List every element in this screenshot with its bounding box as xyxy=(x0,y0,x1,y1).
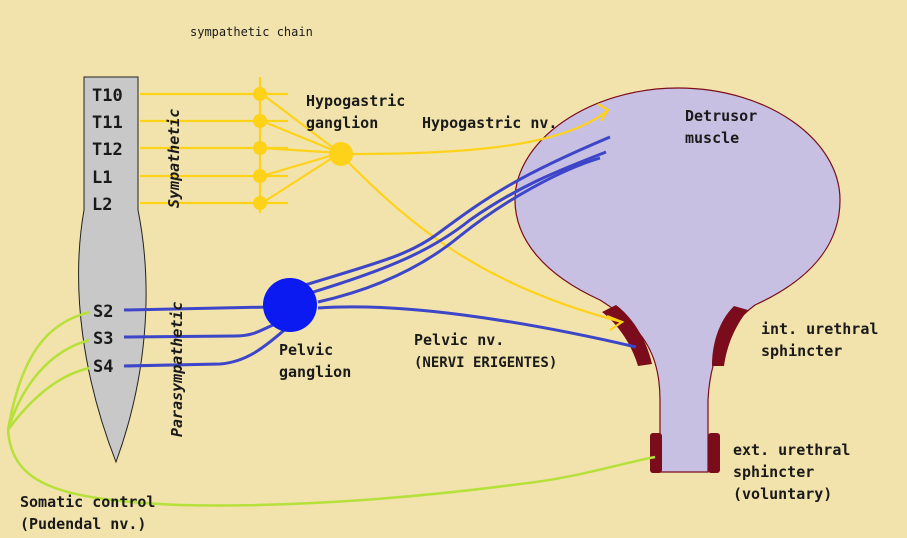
sympathetic-chain-nodes xyxy=(253,87,267,210)
bladder xyxy=(514,87,841,473)
int-sphincter-label-1: int. urethral xyxy=(761,320,878,338)
hypogastric-nerve-label: Hypogastric nv. xyxy=(422,114,557,132)
hypogastric-ganglion-label-1: Hypogastric xyxy=(306,92,405,110)
pelvic-ganglion xyxy=(263,278,317,332)
external-urethral-sphincter-right xyxy=(708,433,720,473)
segment-t12: T12 xyxy=(92,140,123,160)
pelvic-nerve-label-1: Pelvic nv. xyxy=(414,331,504,349)
parasympathetic-pathways xyxy=(123,135,637,368)
ext-sphincter-label-3: (voluntary) xyxy=(733,485,832,503)
pelvic-ganglion-label-2: ganglion xyxy=(279,363,351,381)
segment-l1: L1 xyxy=(92,168,112,188)
segment-t10: T10 xyxy=(92,86,123,106)
segment-s3: S3 xyxy=(93,329,113,349)
hypogastric-ganglion-label-2: ganglion xyxy=(306,114,378,132)
pelvic-ganglion-label-1: Pelvic xyxy=(279,341,333,359)
parasympathetic-label: Parasympathetic xyxy=(168,302,186,437)
sympathetic-pathways xyxy=(140,77,625,331)
sympathetic-chain-title: sympathetic chain xyxy=(190,25,313,39)
sympathetic-label: Sympathetic xyxy=(165,109,183,208)
ext-sphincter-label-2: sphincter xyxy=(733,463,814,481)
segment-s4: S4 xyxy=(93,357,113,377)
pelvic-nerve-label-2: (NERVI ERIGENTES) xyxy=(414,355,557,371)
internal-urethral-sphincter-right xyxy=(712,306,748,366)
segment-s2: S2 xyxy=(93,302,113,322)
segment-t11: T11 xyxy=(92,113,123,133)
detrusor-label-2: muscle xyxy=(685,129,739,147)
int-sphincter-label-2: sphincter xyxy=(761,342,842,360)
hypogastric-ganglion xyxy=(329,142,353,166)
segment-l2: L2 xyxy=(92,195,112,215)
external-urethral-sphincter-left xyxy=(650,433,662,473)
bladder-body xyxy=(514,87,841,473)
spinal-cord xyxy=(78,76,147,464)
somatic-pathways xyxy=(6,310,656,507)
detrusor-label-1: Detrusor xyxy=(685,107,757,125)
somatic-label-1: Somatic control xyxy=(20,493,155,511)
somatic-label-2: (Pudendal nv.) xyxy=(20,515,146,533)
ext-sphincter-label-1: ext. urethral xyxy=(733,441,850,459)
